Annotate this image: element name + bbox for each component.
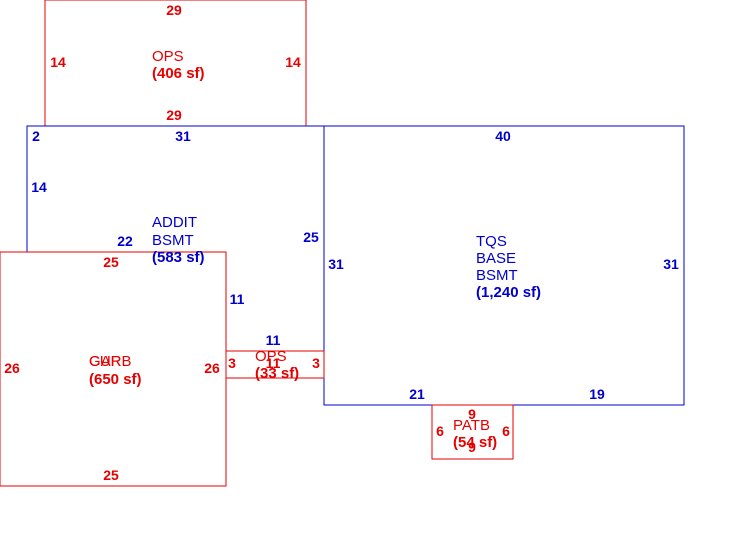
addit-name-line1: ADDIT [152, 214, 197, 231]
ops-top-dim-bottom: 29 [166, 107, 182, 123]
gar-name: GAR [89, 353, 122, 370]
patb-dim-right: 6 [502, 423, 510, 439]
ops-top-dim-right: 14 [285, 54, 301, 70]
ops-small-dim-left: 3 [228, 355, 236, 371]
addit-dim-inner-right: 11 [230, 291, 245, 307]
tqs-name-line3: BSMT [476, 267, 518, 284]
patb-name: PATB [453, 417, 490, 434]
addit-size: (583 sf) [152, 249, 205, 266]
tqs-dim-left: 31 [328, 256, 344, 272]
gar-dim-right: 26 [204, 360, 220, 376]
addit-dim-step: 22 [117, 233, 133, 249]
ops-small-dim-right: 3 [312, 355, 320, 371]
patb-dim-top: 9 [468, 406, 476, 422]
tqs-dim-right: 31 [663, 256, 679, 272]
addit-name-line2: BSMT [152, 232, 194, 249]
addit-dim-corner: 2 [32, 128, 40, 144]
patb-outline [431, 404, 514, 460]
addit-dim-left: 14 [31, 179, 47, 195]
ops-small-dim-bottom: 11 [266, 355, 281, 371]
gar-dim-top: 25 [103, 254, 119, 270]
patb-size: (54 sf) [453, 434, 497, 451]
ops-top-dim-left: 14 [50, 54, 66, 70]
ops-top-size: (406 sf) [152, 65, 205, 82]
ops-small-outline [225, 350, 325, 379]
patb-dim-left: 6 [436, 423, 444, 439]
tqs-name-line2: BASE [476, 250, 516, 267]
tqs-name-line1: TQS [476, 233, 507, 250]
gar-curb-size: (650 sf) [89, 371, 142, 388]
addit-dim-bottom: 11 [266, 332, 281, 348]
curb-name: CURB [89, 353, 132, 370]
tqs-dim-bottom-left: 21 [409, 386, 425, 402]
patb-dim-bottom: 9 [468, 439, 476, 455]
ops-top-dim-top: 29 [166, 2, 182, 18]
tqs-dim-bottom-right: 19 [589, 386, 605, 402]
tqs-dim-top: 40 [495, 128, 511, 144]
ops-small-size: (33 sf) [255, 365, 299, 382]
gar-dim-bottom: 25 [103, 467, 119, 483]
gar-dim-left: 26 [4, 360, 20, 376]
addit-dim-right: 25 [303, 229, 319, 245]
addit-dim-top: 31 [175, 128, 191, 144]
ops-top-name: OPS [152, 48, 184, 65]
tqs-size: (1,240 sf) [476, 284, 541, 301]
ops-small-name: OPS [255, 348, 287, 365]
